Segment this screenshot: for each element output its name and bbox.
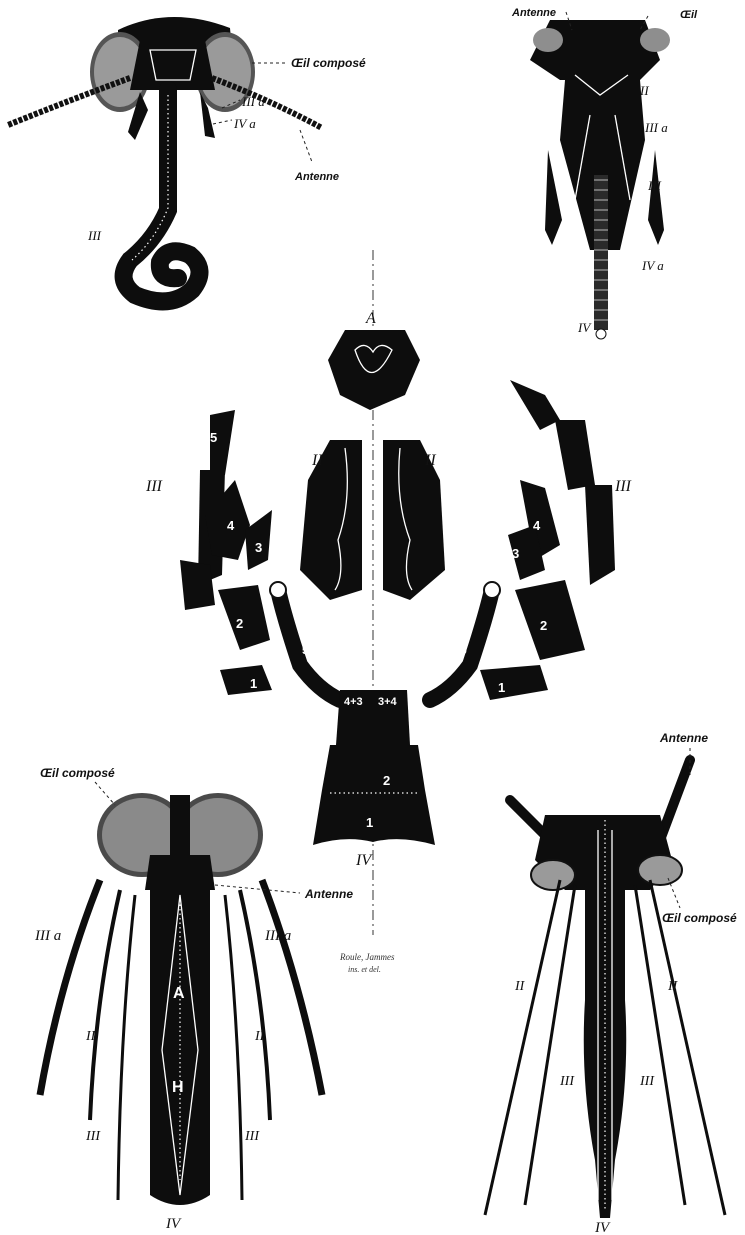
num-5-palp-right: 5 bbox=[460, 643, 467, 657]
label-ii-left: II bbox=[85, 1029, 97, 1044]
label-antenna: Antenne bbox=[511, 7, 556, 19]
label-iii-left: III bbox=[145, 478, 163, 495]
label-h: H bbox=[172, 1079, 184, 1096]
label-antenna: Antenne bbox=[304, 887, 353, 901]
fly-head-figure: Œil composé Antenne III a III a II II II… bbox=[34, 766, 353, 1232]
artist-signature-line2: ins. et del. bbox=[348, 965, 381, 974]
label-eye: Œil composé bbox=[40, 766, 115, 780]
label-iiia: III a bbox=[644, 120, 668, 135]
label-ii-right: II bbox=[667, 979, 679, 994]
num-1-right: 1 bbox=[498, 680, 505, 695]
label-iiia-left: III a bbox=[34, 928, 61, 944]
num-2-left: 2 bbox=[236, 616, 243, 631]
label-iiia-right: III a bbox=[264, 928, 291, 944]
label-iv: IV bbox=[355, 852, 373, 869]
label-iii-left: III bbox=[85, 1129, 101, 1144]
label-palp: III a bbox=[241, 94, 265, 109]
label-proboscis: III bbox=[87, 228, 102, 243]
label-eye: Œil composé bbox=[662, 911, 737, 925]
label-a: A bbox=[365, 310, 376, 327]
label-iii-left: III bbox=[559, 1074, 575, 1089]
label-ii-right: II bbox=[424, 452, 436, 469]
num-4-right: 4 bbox=[533, 518, 541, 533]
num-3-right: 3 bbox=[512, 546, 519, 561]
label-eye: Œil bbox=[680, 9, 698, 21]
label-eye: Œil composé bbox=[291, 56, 366, 70]
num-1-labium: 1 bbox=[366, 815, 373, 830]
rostrum bbox=[594, 175, 608, 330]
label-ii-left: II bbox=[311, 452, 323, 469]
num-5-left: 5 bbox=[210, 430, 217, 445]
maxilla-left: 5 4 3 2 1 bbox=[180, 410, 272, 695]
mandible-left bbox=[300, 440, 362, 600]
label-iv: IV bbox=[594, 1220, 611, 1235]
label-a: A bbox=[173, 985, 185, 1002]
bug-head-figure: Antenne Œil II III a III IV a IV bbox=[511, 7, 698, 339]
label-palp2: IV a bbox=[233, 116, 256, 131]
label-iv: IV bbox=[165, 1216, 182, 1232]
artist-signature-line1: Roule, Jammes bbox=[339, 952, 395, 962]
num-4-left: 4 bbox=[227, 518, 235, 533]
label-ii: II bbox=[639, 83, 649, 98]
num-2-labium: 2 bbox=[383, 773, 390, 788]
label-iii: III bbox=[647, 178, 662, 193]
mosquito-head-figure: Antenne Œil composé II II III III IV bbox=[485, 731, 737, 1235]
num-1-left: 1 bbox=[250, 676, 257, 691]
labium: 5 5 4+3 3+4 2 1 bbox=[270, 582, 500, 845]
label-ii-right: II bbox=[254, 1029, 266, 1044]
label-iva: IV a bbox=[641, 258, 664, 273]
label-antenna: Antenne bbox=[659, 731, 708, 745]
num-5-palp-left: 5 bbox=[302, 643, 309, 657]
label-iii-right: III bbox=[244, 1129, 260, 1144]
label-iii-right: III bbox=[614, 478, 632, 495]
num-3-left: 3 bbox=[255, 540, 262, 555]
label-ii-left: II bbox=[514, 979, 526, 994]
maxilla-right: 4 3 2 1 bbox=[480, 380, 615, 700]
num-43: 4+3 bbox=[344, 696, 363, 708]
label-antenna: Antenne bbox=[294, 171, 339, 183]
label-iii-right: III bbox=[639, 1074, 655, 1089]
num-2-right: 2 bbox=[540, 618, 547, 633]
butterfly-head-figure: Œil composé III a IV a Antenne III bbox=[8, 17, 366, 301]
num-34: 3+4 bbox=[378, 696, 398, 708]
label-iv: IV bbox=[577, 320, 592, 335]
mandible-right bbox=[383, 440, 445, 600]
